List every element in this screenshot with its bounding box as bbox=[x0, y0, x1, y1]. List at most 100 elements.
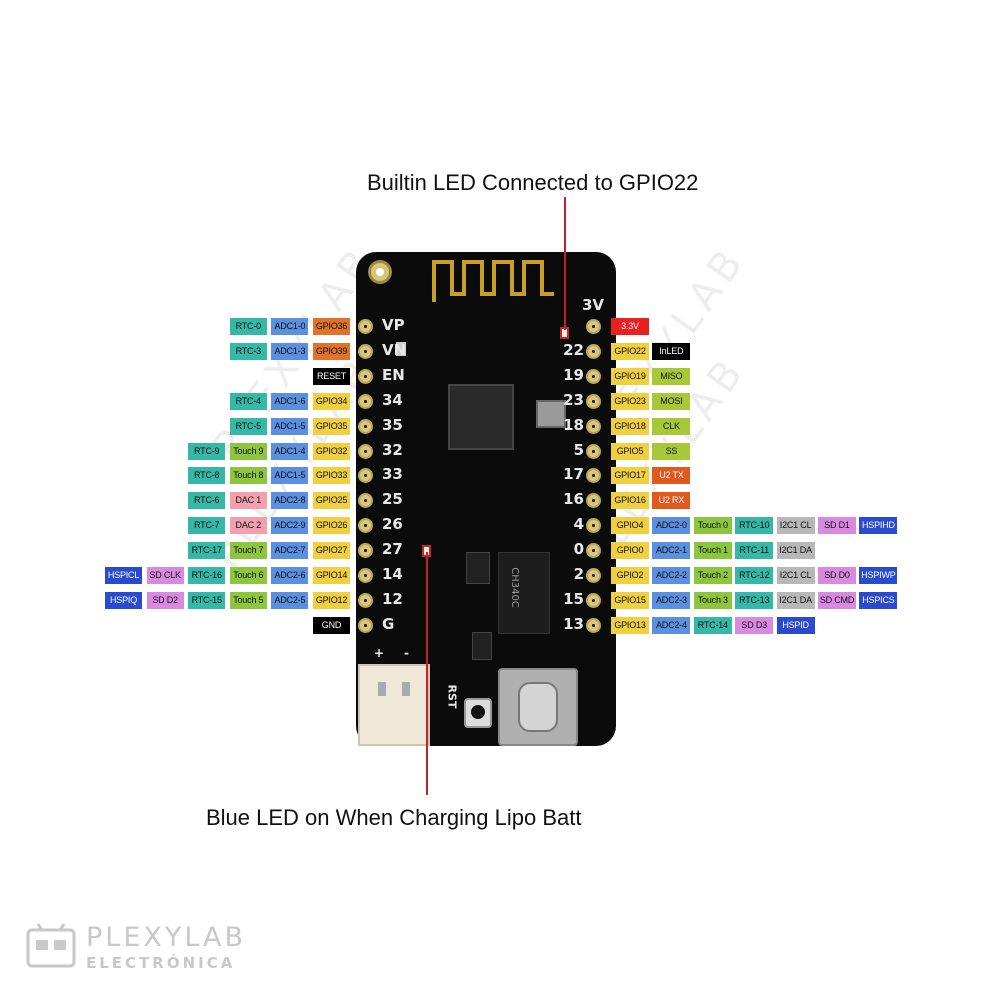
pin-silk-label: 23 bbox=[563, 390, 584, 409]
connector-pin bbox=[402, 682, 410, 696]
pin-function-label: GPIO17 bbox=[611, 467, 649, 485]
pin-function-label: DAC 2 bbox=[229, 517, 267, 535]
pin-function-label: RTC-6 bbox=[188, 492, 226, 510]
pin-function-label: GPIO15 bbox=[611, 591, 649, 609]
pin-function-label: I2C1 DA bbox=[776, 591, 815, 609]
header-pin bbox=[358, 319, 373, 334]
pin-silk-label: 17 bbox=[563, 465, 584, 484]
pin-function-label: SD D3 bbox=[735, 616, 774, 634]
pin-function-label: ADC2-2 bbox=[652, 567, 691, 584]
pin-function-label: I2C1 CL bbox=[776, 517, 815, 535]
pin-function-label: RTC-17 bbox=[188, 542, 226, 560]
pin-silk-label: 12 bbox=[382, 589, 403, 608]
pin-function-label: GND bbox=[313, 616, 350, 634]
pin-function-label: SD D1 bbox=[818, 517, 856, 535]
pin-function-label: GPIO13 bbox=[611, 616, 649, 634]
pin-function-label: RTC-10 bbox=[735, 517, 774, 535]
mounting-hole-center bbox=[376, 268, 384, 276]
pin-function-label: GPIO35 bbox=[313, 417, 350, 435]
minus-mark: - bbox=[404, 646, 409, 660]
pin-function-label: RTC-15 bbox=[188, 591, 226, 609]
pin-silk-label: 18 bbox=[563, 415, 584, 434]
pin-function-label: GPIO23 bbox=[611, 392, 649, 410]
pin-function-label: RTC-7 bbox=[188, 517, 226, 535]
pin-function-label: I2C1 DA bbox=[776, 542, 815, 560]
pin-function-label: SD D0 bbox=[818, 567, 856, 584]
pin-function-label: ADC2-8 bbox=[271, 492, 309, 510]
header-pin bbox=[586, 418, 601, 434]
header-pin bbox=[586, 468, 601, 484]
header-pin bbox=[586, 368, 601, 384]
pin-function-label: RTC-3 bbox=[229, 342, 267, 360]
pin-function-label: RTC-13 bbox=[735, 591, 774, 609]
pin-function-label: RTC-8 bbox=[188, 467, 226, 485]
pin-function-label: GPIO0 bbox=[611, 542, 649, 560]
pin-function-label: Touch 2 bbox=[693, 567, 732, 584]
pin-function-label: ADC2-7 bbox=[271, 542, 309, 560]
builtin-led-callout: Builtin LED Connected to GPIO22 bbox=[367, 170, 699, 195]
dev-board: CH340C + - RST bbox=[356, 252, 616, 746]
pin-function-label: U2 RX bbox=[652, 492, 691, 510]
crystal bbox=[536, 400, 566, 428]
pin-function-label: HSPICL bbox=[105, 567, 142, 584]
pin-function-label: Touch 7 bbox=[229, 542, 267, 560]
ch340c-chip bbox=[498, 552, 550, 634]
usb-c-socket bbox=[518, 682, 558, 732]
pin-function-label: RTC-12 bbox=[735, 567, 774, 584]
logo-line2: ELECTRÓNICA bbox=[86, 954, 236, 972]
pin-function-label: ADC1-5 bbox=[271, 417, 309, 435]
pin-function-label: GPIO18 bbox=[611, 417, 649, 435]
pin-function-label: GPIO2 bbox=[611, 567, 649, 584]
pin-function-label: GPIO19 bbox=[611, 367, 649, 385]
charging-led-callout: Blue LED on When Charging Lipo Batt bbox=[206, 805, 582, 830]
pin-function-label: I2C1 CL bbox=[776, 567, 815, 584]
pin-function-label: SD CLK bbox=[146, 567, 184, 584]
header-pin bbox=[358, 443, 373, 459]
pin-function-label: InLED bbox=[652, 342, 691, 360]
pin-function-label: ADC2-4 bbox=[652, 616, 691, 634]
pin-function-label: ADC1-0 bbox=[271, 318, 309, 335]
pin-function-label: Touch 9 bbox=[229, 442, 267, 460]
pin-function-label: DAC 1 bbox=[229, 492, 267, 510]
pin-function-label: GPIO32 bbox=[313, 442, 350, 460]
pin-silk-label: 27 bbox=[382, 540, 403, 559]
smd-part bbox=[466, 552, 490, 584]
pin-function-label: U2 TX bbox=[652, 467, 691, 485]
header-pin bbox=[358, 617, 373, 633]
pin-function-label: RTC-16 bbox=[188, 567, 226, 584]
pin-function-label: SS bbox=[652, 442, 691, 460]
pin-function-label: ADC2-3 bbox=[652, 591, 691, 609]
smd-part bbox=[472, 632, 492, 660]
pin-function-label: Touch 6 bbox=[229, 567, 267, 584]
header-pin bbox=[586, 568, 601, 583]
pin-silk-label: VN bbox=[382, 340, 407, 359]
header-pin bbox=[358, 518, 373, 534]
header-pin bbox=[586, 393, 601, 409]
header-pin bbox=[358, 592, 373, 608]
battery-connector bbox=[358, 664, 430, 746]
pin-function-label: GPIO12 bbox=[313, 591, 350, 609]
pin-silk-label: 35 bbox=[382, 415, 403, 434]
header-pin bbox=[586, 493, 601, 509]
pin-function-label: GPIO4 bbox=[611, 517, 649, 535]
pin-silk-label: 32 bbox=[382, 440, 403, 459]
pin-function-label: CLK bbox=[652, 417, 691, 435]
pin-function-label: GPIO25 bbox=[313, 492, 350, 510]
pin-silk-label: 34 bbox=[382, 390, 403, 409]
pin-function-label: 3.3V bbox=[611, 318, 649, 335]
robot-logo-icon bbox=[26, 923, 76, 968]
pin-function-label: GPIO27 bbox=[313, 542, 350, 560]
pin-function-label: SD D2 bbox=[146, 591, 184, 609]
pin-function-label: RTC-5 bbox=[229, 417, 267, 435]
connector-pin bbox=[378, 682, 386, 696]
pin-function-label: RESET bbox=[313, 367, 350, 385]
pin-function-label: ADC2-0 bbox=[652, 517, 691, 535]
pin-function-label: RTC-11 bbox=[735, 542, 774, 560]
pin-function-label: GPIO26 bbox=[313, 517, 350, 535]
pin-function-label: Touch 1 bbox=[693, 542, 732, 560]
pin-function-label: HSPICS bbox=[859, 591, 898, 609]
mounting-hole bbox=[368, 260, 392, 284]
pin-silk-label: 0 bbox=[573, 540, 584, 559]
